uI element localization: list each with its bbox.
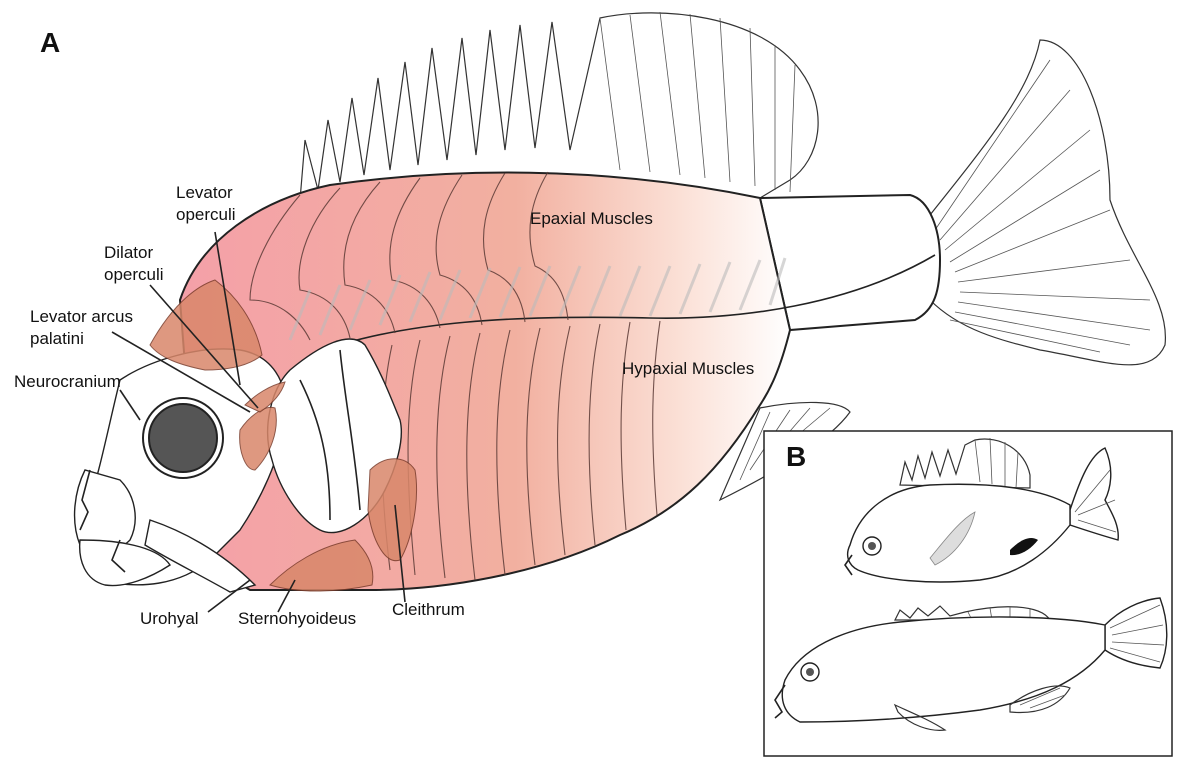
label-hypaxial: Hypaxial Muscles [622,359,754,378]
label-cleithrum: Cleithrum [392,600,465,619]
label-levator-operculi-1: Levator [176,183,233,202]
label-sternohyoideus: Sternohyoideus [238,609,356,628]
label-urohyal: Urohyal [140,609,199,628]
label-levator-arcus-2: palatini [30,329,84,348]
eye [143,398,223,478]
panel-b-label: B [786,441,806,472]
caudal-fin [930,40,1165,365]
panel-b-inset: B [764,431,1172,756]
label-dilator-operculi-1: Dilator [104,243,153,262]
label-neurocranium: Neurocranium [14,372,121,391]
label-levator-operculi-2: operculi [176,205,236,224]
label-dilator-operculi-2: operculi [104,265,164,284]
dorsal-fin [300,12,818,200]
label-levator-arcus-1: Levator arcus [30,307,133,326]
label-epaxial: Epaxial Muscles [530,209,653,228]
panel-a-label: A [40,27,60,58]
caudal-peduncle [760,195,940,330]
